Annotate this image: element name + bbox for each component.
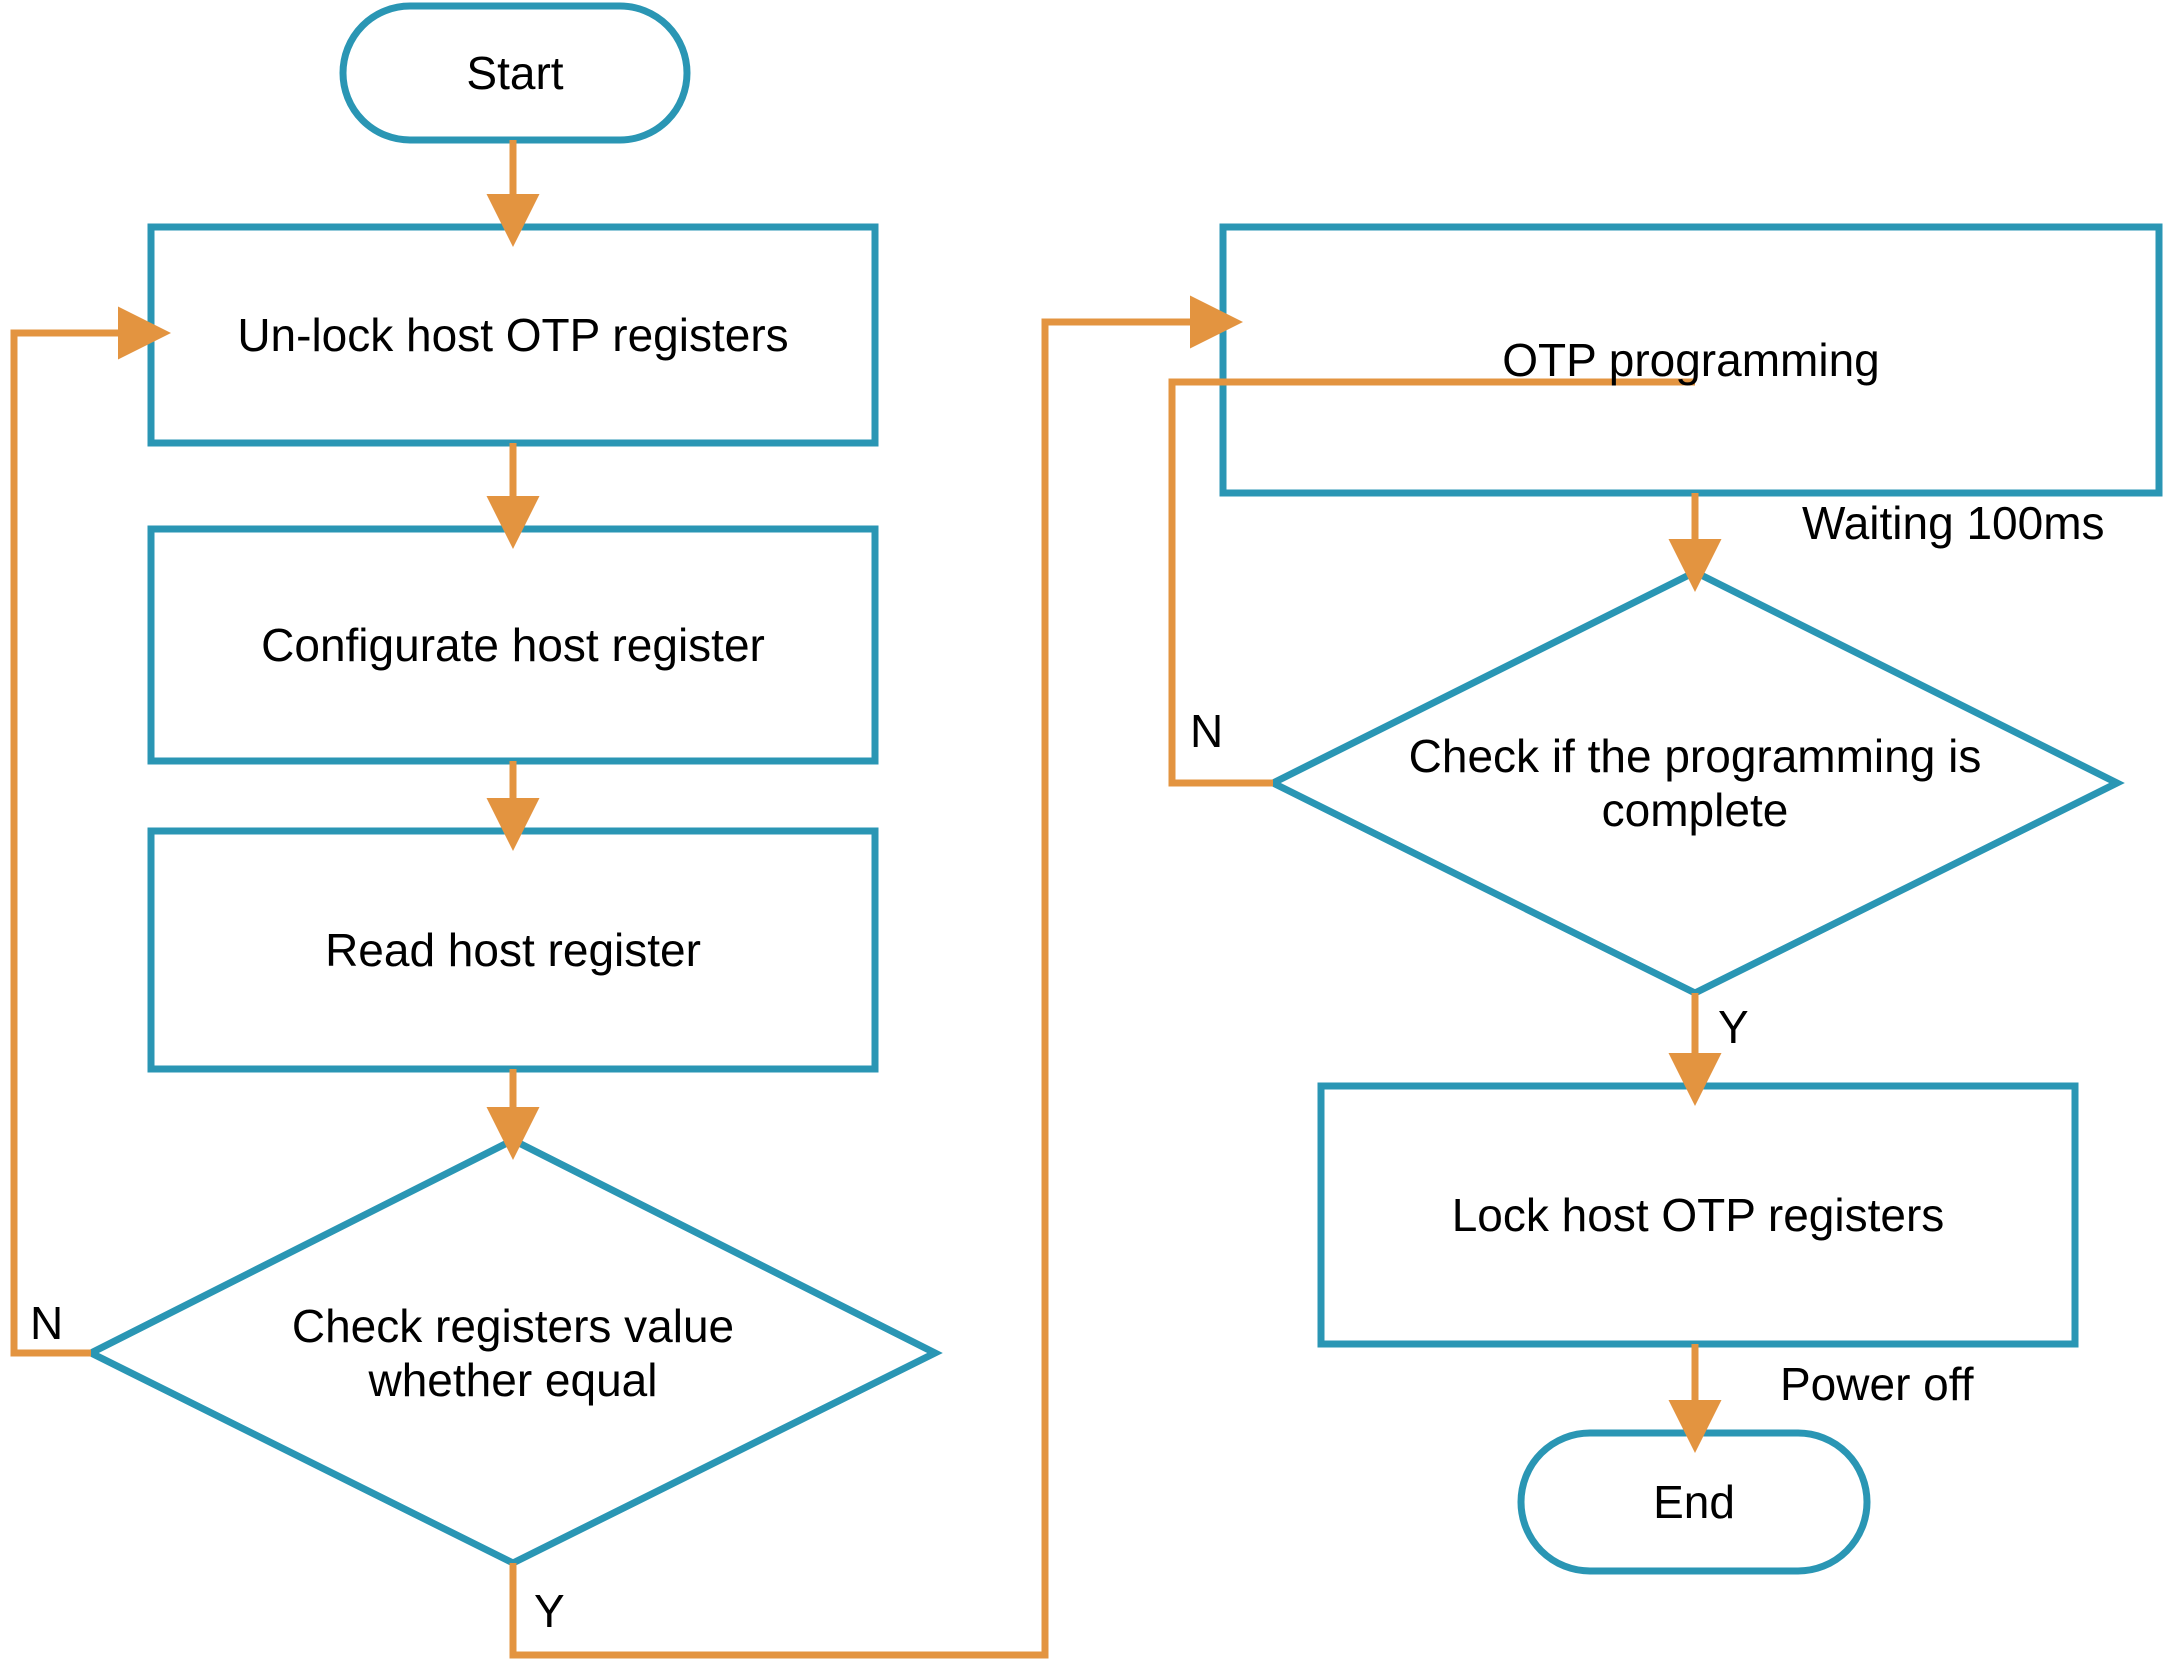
edge-check-registers-yes-to-otp [509,295,1244,1659]
branch-label-check-programming-yes: Y [1718,1001,1749,1053]
edge-check-programming-no-to-otp [1168,378,1695,787]
edge-label-power-off: Power off [1780,1358,1974,1410]
edge-label-waiting-100ms: Waiting 100ms [1802,497,2105,549]
node-check-programming-shape[interactable] [1265,568,2125,997]
node-check-registers-shape[interactable] [83,1136,943,1567]
node-unlock-shape[interactable] [147,223,879,447]
node-lock-shape[interactable] [1317,1082,2079,1348]
branch-label-check-programming-no: N [1190,705,1224,757]
node-configure-shape[interactable] [147,525,879,765]
node-end-shape[interactable] [1517,1429,1871,1575]
node-read-shape[interactable] [147,827,879,1073]
edge-check-registers-no-to-unlock [10,306,172,1357]
node-otp-programming-shape[interactable] [1219,223,2163,497]
branch-label-check-registers-no: N [30,1297,64,1349]
branch-label-check-registers-yes: Y [534,1585,565,1637]
node-start-shape[interactable] [339,2,691,144]
